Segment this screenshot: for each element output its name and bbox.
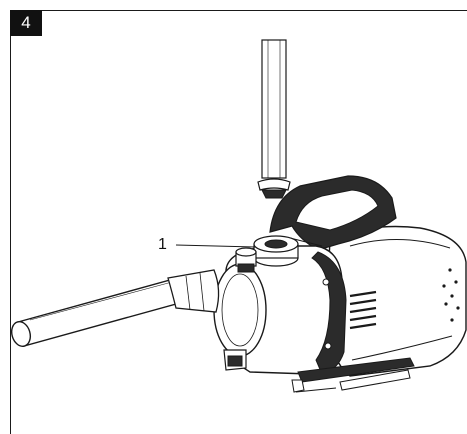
outlet-fitting — [235, 247, 257, 273]
figure-border — [10, 10, 467, 434]
callout-label-1: 1 — [158, 236, 167, 253]
filling-tube — [257, 39, 291, 199]
callout-leader-line — [175, 244, 257, 248]
suction-pipe — [10, 269, 220, 347]
pump-body — [213, 245, 347, 375]
drain-plug — [223, 349, 247, 371]
filling-plug — [253, 235, 299, 267]
carry-handle — [269, 175, 397, 251]
pump-base — [291, 357, 415, 393]
figure-number-badge: 4 — [10, 10, 42, 36]
motor-housing — [325, 225, 467, 377]
